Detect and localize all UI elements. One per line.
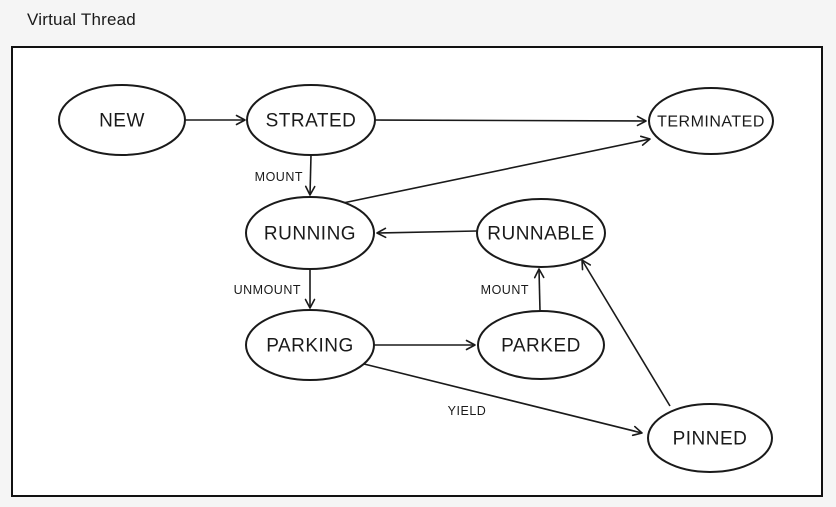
edge-strated-terminated: [374, 115, 647, 127]
edge-pinned-runnable: [581, 259, 671, 407]
node-ellipse-runnable: [476, 198, 606, 268]
node-parking: PARKING: [245, 309, 375, 381]
diagram-frame: MOUNT UNMOUNT MOUNT YIELD NEW STRATED TERMINAT…: [11, 46, 823, 497]
node-strated: STRATED: [246, 84, 376, 156]
edge-running-terminated: [342, 135, 651, 204]
node-parked: PARKED: [477, 310, 605, 380]
edge-parked-runnable: [533, 268, 545, 312]
edge-runnable-running: [376, 227, 478, 239]
node-label-new: NEW: [99, 111, 145, 132]
state-diagram-canvas: MOUNT UNMOUNT MOUNT YIELD NEW STRATED TERMINAT…: [58, 84, 774, 473]
edge-parking-pinned: [363, 363, 643, 437]
node-runnable: RUNNABLE: [476, 198, 606, 268]
node-label-runnable: RUNNABLE: [487, 224, 594, 245]
node-label-running: RUNNING: [264, 224, 356, 245]
edge-label-parked-runnable: MOUNT: [481, 283, 529, 297]
edge-strated-running: [304, 154, 316, 196]
node-label-terminated: TERMINATED: [657, 114, 765, 131]
node-running: RUNNING: [245, 196, 375, 270]
edge-label-running-parking: UNMOUNT: [234, 283, 301, 297]
node-ellipse-new: [58, 84, 186, 156]
node-terminated: TERMINATED: [648, 87, 774, 155]
edge-label-strated-running: MOUNT: [255, 170, 303, 184]
node-label-strated: STRATED: [266, 111, 357, 132]
node-ellipse-running: [245, 196, 375, 270]
node-label-parked: PARKED: [501, 336, 581, 357]
node-ellipse-strated: [246, 84, 376, 156]
node-ellipse-parked: [477, 310, 605, 380]
edge-label-parking-pinned: YIELD: [448, 404, 487, 418]
node-ellipse-parking: [245, 309, 375, 381]
node-label-pinned: PINNED: [673, 429, 748, 450]
page-title: Virtual Thread: [27, 10, 136, 29]
node-new: NEW: [58, 84, 186, 156]
node-pinned: PINNED: [647, 403, 773, 473]
node-ellipse-pinned: [647, 403, 773, 473]
node-ellipse-terminated: [648, 87, 774, 155]
node-label-parking: PARKING: [266, 336, 354, 357]
